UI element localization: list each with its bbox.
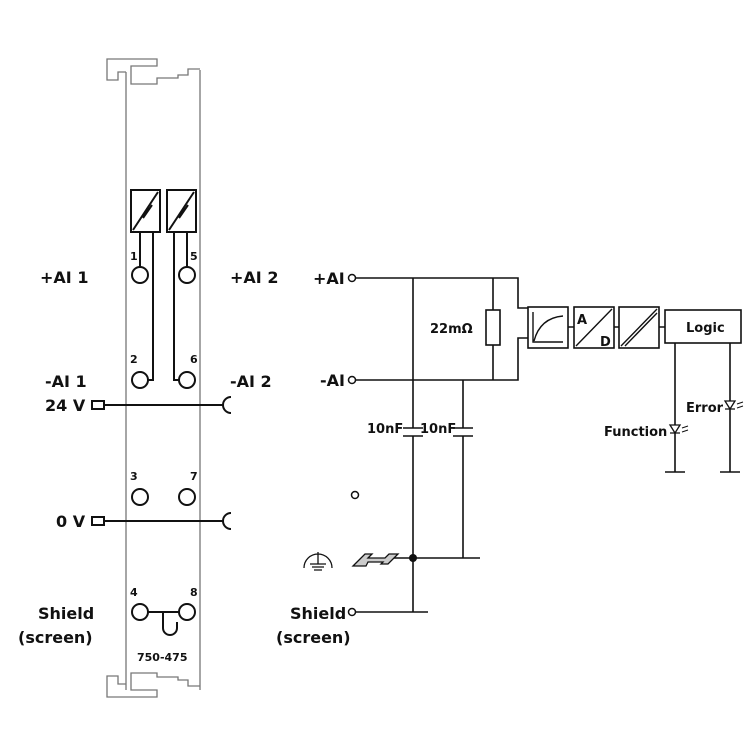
label-0v: 0 V bbox=[56, 512, 86, 531]
isolator-1 bbox=[130, 189, 161, 233]
terminal-label-6: 6 bbox=[190, 353, 198, 366]
terminal-2 bbox=[131, 371, 149, 389]
label-24v: 24 V bbox=[45, 396, 86, 415]
label-ai2-minus: -AI 2 bbox=[230, 372, 272, 391]
filter-block bbox=[527, 306, 569, 349]
ad-label-a: A bbox=[577, 313, 587, 328]
label-ai2-plus: +AI 2 bbox=[230, 268, 278, 287]
label-screen: (screen) bbox=[18, 628, 93, 647]
terminal-label-8: 8 bbox=[190, 586, 198, 599]
label-resistor: 22mΩ bbox=[430, 322, 473, 337]
label-error: Error bbox=[686, 401, 724, 416]
terminals bbox=[131, 266, 196, 621]
terminal-label-3: 3 bbox=[130, 470, 138, 483]
logic-block bbox=[664, 309, 742, 344]
terminal-label-1: 1 bbox=[130, 250, 138, 263]
terminal-label-7: 7 bbox=[190, 470, 198, 483]
isolation-block bbox=[618, 306, 660, 349]
terminal-3 bbox=[131, 488, 149, 506]
label-ai-plus: +AI bbox=[313, 269, 345, 288]
isolator-2 bbox=[166, 189, 197, 233]
part-number: 750-475 bbox=[137, 651, 188, 664]
schematic-wires bbox=[347, 273, 528, 617]
label-cap1: 10nF bbox=[367, 422, 403, 437]
label-shield: Shield bbox=[38, 604, 94, 623]
logic-label: Logic bbox=[686, 321, 725, 336]
label-cap2: 10nF bbox=[420, 422, 456, 437]
label-screen-right: (screen) bbox=[276, 628, 351, 647]
ad-converter-block bbox=[573, 306, 615, 349]
terminal-8 bbox=[178, 603, 196, 621]
label-shield-right: Shield bbox=[290, 604, 346, 623]
internal-wires bbox=[139, 232, 188, 381]
label-ai1-plus: +AI 1 bbox=[40, 268, 88, 287]
terminal-1 bbox=[131, 266, 149, 284]
power-contact-0v bbox=[91, 512, 232, 530]
terminal-label-4: 4 bbox=[130, 586, 138, 599]
label-function: Function bbox=[604, 425, 667, 440]
power-contact-24v bbox=[91, 396, 232, 414]
terminal-5 bbox=[178, 266, 196, 284]
label-ai1-minus: -AI 1 bbox=[45, 372, 87, 391]
terminal-label-5: 5 bbox=[190, 250, 198, 263]
earth-ground-icon bbox=[303, 552, 333, 571]
terminal-6 bbox=[178, 371, 196, 389]
terminal-label-2: 2 bbox=[130, 353, 138, 366]
din-rail-icon bbox=[351, 553, 400, 567]
module-housing bbox=[106, 58, 201, 698]
terminal-4 bbox=[131, 603, 149, 621]
terminal-7 bbox=[178, 488, 196, 506]
function-led-icon bbox=[668, 424, 682, 435]
led-outputs bbox=[665, 343, 744, 473]
shield-bridge bbox=[148, 611, 179, 636]
label-ai-minus: -AI bbox=[320, 371, 345, 390]
error-led-icon bbox=[723, 400, 737, 411]
ad-label-d: D bbox=[600, 335, 611, 350]
